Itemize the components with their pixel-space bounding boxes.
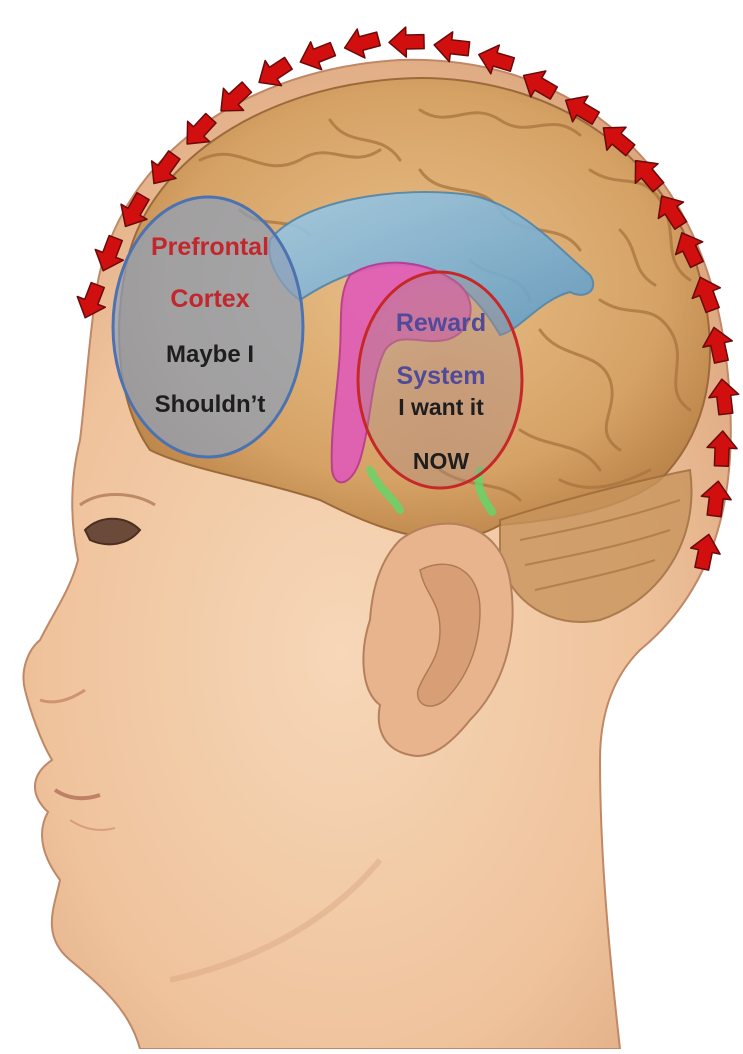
reward-text-line2: NOW — [352, 446, 530, 476]
arrow-shape — [341, 24, 383, 62]
arrow-shape — [389, 27, 425, 58]
direction-arrow — [341, 24, 383, 62]
prefrontal-title-line2: Cortex — [122, 284, 298, 314]
reward-text-line1: I want it — [352, 392, 530, 422]
prefrontal-text-line2: Shouldn’t — [110, 388, 310, 422]
arrow-shape — [432, 30, 470, 64]
prefrontal-title-line1: Prefrontal — [122, 232, 298, 262]
direction-arrow — [389, 27, 425, 58]
reward-title-line2: System — [352, 360, 530, 392]
direction-arrow — [432, 30, 470, 64]
prefrontal-text-line1: Maybe I — [110, 338, 310, 372]
reward-title-line1: Reward — [352, 307, 530, 339]
